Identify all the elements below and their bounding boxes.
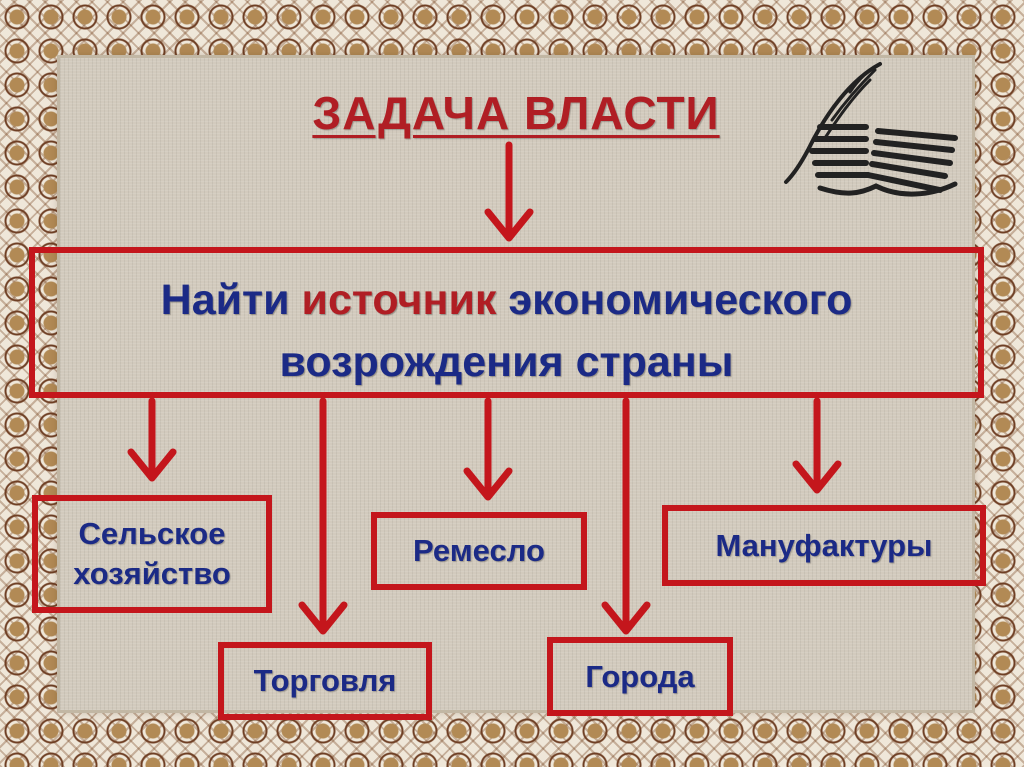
arrow-title-to-main	[484, 141, 534, 242]
source-label-agriculture-line1: Сельское	[78, 516, 226, 551]
source-label-manufactories: Мануфактуры	[715, 527, 933, 563]
content-panel	[60, 58, 972, 710]
main-goal-highlight: источник	[301, 276, 497, 324]
arrow-to-trade	[298, 397, 348, 635]
main-goal-text: Найти источник экономического возрождени…	[35, 269, 978, 393]
source-label-cities: Города	[585, 658, 695, 694]
slide-title: ЗАДАЧА ВЛАСТИ	[312, 87, 720, 139]
source-box-manufactories: Мануфактуры	[662, 505, 986, 586]
arrow-to-craft	[463, 397, 513, 501]
source-label-trade: Торговля	[253, 663, 397, 698]
main-goal-box: Найти источник экономического возрождени…	[29, 247, 984, 398]
main-goal-part1: Найти	[160, 276, 290, 324]
source-box-trade: Торговля	[218, 642, 432, 720]
source-box-craft: Ремесло	[371, 512, 587, 590]
arrow-to-agriculture	[127, 397, 177, 482]
arrow-to-cities	[601, 397, 651, 635]
source-box-agriculture: Сельское хозяйство	[32, 495, 272, 613]
source-label-craft: Ремесло	[413, 533, 545, 568]
arrow-to-manufactories	[792, 397, 842, 494]
main-goal-line2: возрождения страны	[279, 338, 734, 386]
source-label-agriculture-line2: хозяйство	[73, 556, 231, 591]
source-box-cities: Города	[547, 637, 733, 716]
quill-and-book-icon	[784, 62, 958, 197]
main-goal-part2: экономического	[508, 276, 853, 324]
